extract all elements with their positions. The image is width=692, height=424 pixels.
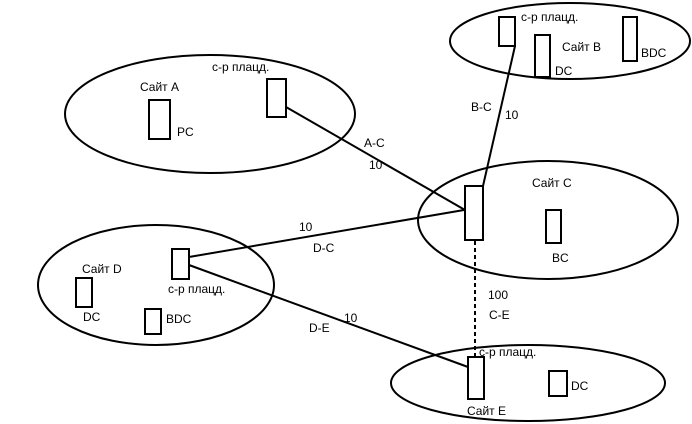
link-c-e-name: C-E <box>489 308 510 322</box>
site-c-bc-label: BC <box>552 251 569 265</box>
site-c-bc-server <box>545 209 562 244</box>
site-b-bridgehead-server <box>498 16 516 47</box>
link-d-c-name: D-C <box>313 241 335 255</box>
site-e-label: Сайт E <box>467 404 506 418</box>
site-a-pc-server <box>148 99 171 140</box>
site-b-bdc-server <box>622 16 638 62</box>
link-b-c-name: B-C <box>471 100 492 114</box>
link-d-e-cost: 10 <box>344 311 358 325</box>
link-c-e-cost: 100 <box>488 288 508 302</box>
site-d-bdc-label: BDC <box>166 312 192 326</box>
site-e-dc-server <box>548 370 568 397</box>
site-d-ellipse <box>37 224 275 346</box>
link-d-c-cost: 10 <box>299 220 313 234</box>
link-a-c-cost: 10 <box>369 158 383 172</box>
site-a-ellipse <box>64 54 356 174</box>
site-c-label: Сайт C <box>532 176 572 190</box>
site-d-dc-server <box>75 277 93 308</box>
site-a-pc-label: PC <box>177 125 194 139</box>
site-a-label: Сайт A <box>140 80 179 94</box>
site-a-bridgehead-label: с-р плацд. <box>212 60 269 74</box>
site-b-bridgehead-label: с-р плацд. <box>521 10 578 24</box>
site-e-bridgehead-label: с-р плацд. <box>479 345 536 359</box>
site-d-bdc-server <box>144 308 162 335</box>
link-a-c-line <box>285 106 466 211</box>
site-d-bridgehead-label: с-р плацд. <box>168 282 225 296</box>
site-d-bridgehead-server <box>171 248 190 280</box>
site-e-bridgehead-server <box>467 356 485 400</box>
site-b-dc-server <box>534 34 551 78</box>
site-b-label: Сайт B <box>562 40 601 54</box>
site-b-dc-label: DC <box>555 64 573 78</box>
link-d-e-line <box>188 264 469 368</box>
site-e-dc-label: DC <box>571 379 589 393</box>
link-d-c-line <box>188 209 465 258</box>
site-c-bridgehead-server <box>464 185 484 241</box>
link-a-c-name: A-C <box>364 136 385 150</box>
site-d-label: Сайт D <box>82 262 122 276</box>
site-a-bridgehead-server <box>266 78 287 118</box>
link-b-c-line <box>482 45 516 187</box>
site-d-dc-label: DC <box>83 310 101 324</box>
link-d-e-name: D-E <box>309 321 330 335</box>
site-b-bdc-label: BDC <box>641 46 667 60</box>
link-b-c-cost: 10 <box>505 108 519 122</box>
